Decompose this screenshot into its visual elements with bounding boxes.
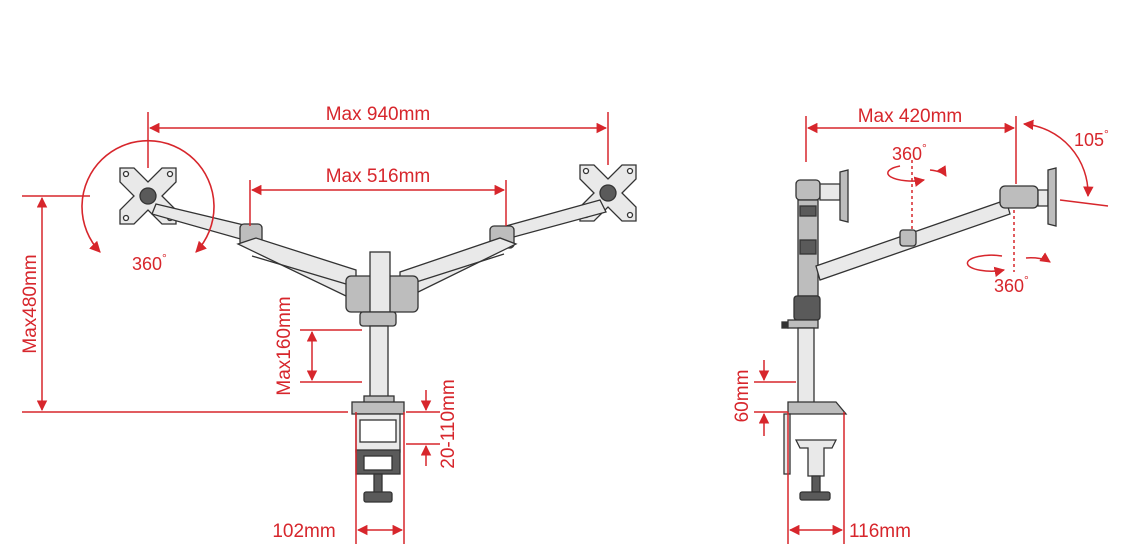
side-tilt-indicator (1022, 119, 1109, 207)
side-view: Max 420mm 360° 105° 360° 60mm (732, 106, 1109, 544)
dimension-desk-thickness (406, 390, 440, 466)
desk-thickness-label: 20-110mm (438, 379, 459, 468)
dimension-pole-60 (754, 360, 796, 436)
dimension-max-480 (22, 195, 348, 413)
side-pole (797, 327, 815, 405)
side-top-360-label: 360° (892, 141, 927, 164)
front-view: 360° Max 940mm Max 516mm Max480mm (20, 104, 637, 544)
base-116-label: 116mm (849, 521, 911, 542)
dimension-max-940 (147, 112, 609, 168)
front-rotation-label: 360° (132, 251, 167, 274)
max-160-label: Max160mm (274, 296, 295, 395)
front-arm-drawing (119, 164, 637, 503)
dimension-max-516 (249, 180, 507, 226)
front-pole (369, 325, 389, 403)
max-480-label: Max480mm (20, 254, 41, 353)
side-bottom-360-label: 360° (994, 273, 1029, 296)
max-940-label: Max 940mm (326, 104, 431, 125)
tilt-105-label: 105° (1074, 127, 1109, 150)
base-102-label: 102mm (272, 521, 335, 542)
dimension-max-420 (805, 116, 1017, 184)
max-420-label: Max 420mm (858, 106, 963, 127)
dimension-base-102 (355, 412, 405, 544)
pole-60-label: 60mm (732, 370, 753, 423)
front-desk-clamp (351, 401, 405, 503)
dimension-max-160 (300, 329, 362, 383)
left-main-arm (236, 237, 357, 297)
dimension-base-116 (787, 412, 845, 544)
max-516-label: Max 516mm (326, 166, 431, 187)
side-arm-drawing (781, 167, 1057, 501)
side-top-rotation-indicator (887, 160, 947, 230)
side-bottom-rotation-indicator (966, 210, 1051, 278)
